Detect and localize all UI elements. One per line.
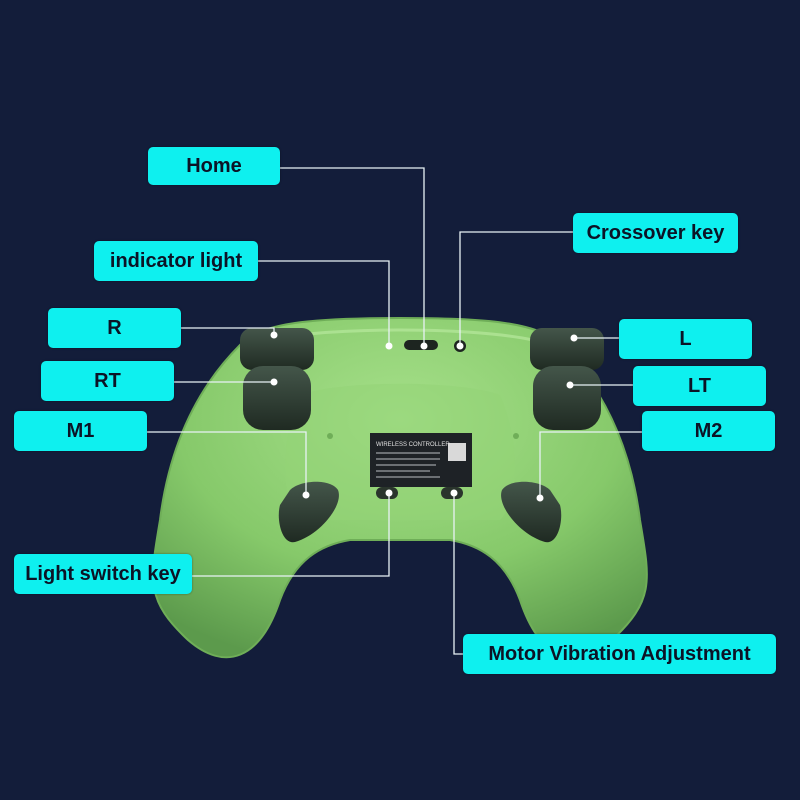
label-r: R	[48, 308, 181, 348]
label-m1: M1	[14, 411, 147, 451]
label-rt: RT	[41, 361, 174, 401]
qr-code	[448, 443, 466, 461]
label-home: Home	[148, 147, 280, 185]
sticker-title: WIRELESS CONTROLLER	[376, 442, 450, 448]
callout-dots	[270, 331, 578, 502]
m2-paddle[interactable]	[501, 481, 562, 543]
m1-paddle[interactable]	[278, 481, 339, 543]
r-bumper[interactable]	[240, 328, 314, 370]
label-m2: M2	[642, 411, 775, 451]
lt-trigger[interactable]	[533, 366, 601, 430]
leader-lines	[147, 167, 642, 655]
label-crossover-key: Crossover key	[573, 213, 738, 253]
rt-trigger[interactable]	[243, 366, 311, 430]
label-lt: LT	[633, 366, 766, 406]
label-indicator-light: indicator light	[94, 241, 258, 281]
label-l: L	[619, 319, 752, 359]
label-light-switch-key: Light switch key	[14, 554, 192, 594]
label-motor-vibration-adjustment: Motor Vibration Adjustment	[463, 634, 776, 674]
l-bumper[interactable]	[530, 328, 604, 370]
